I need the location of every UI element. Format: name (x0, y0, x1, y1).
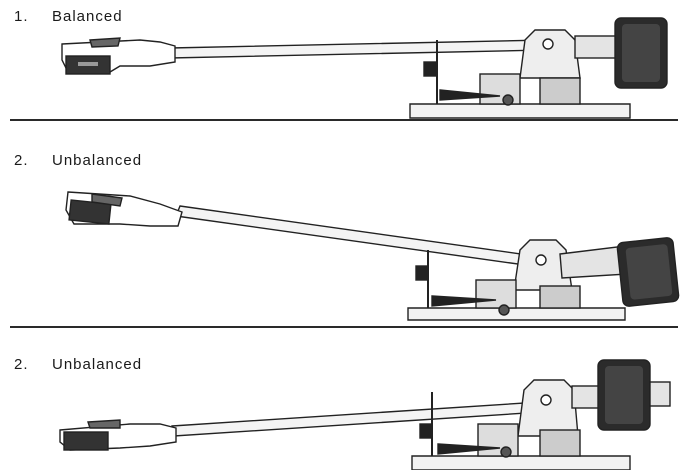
baseline-1 (10, 119, 678, 121)
tonearm-balanced-drawing (61, 17, 668, 119)
base-plate (409, 103, 631, 119)
arm-tube (169, 39, 546, 59)
diagram-2-number: 2. (14, 152, 29, 169)
baseline-2 (10, 326, 678, 328)
diagram-2-caption: Unbalanced (52, 152, 143, 169)
cartridge (63, 431, 109, 451)
diagram-3-label: 2. Unbalanced (14, 356, 142, 373)
diagram-1-number: 1. (14, 8, 29, 25)
counterweight-stem (574, 35, 621, 59)
tonearm-assembly (65, 191, 680, 321)
tonearm-assembly (59, 359, 671, 470)
diagram-1-caption: Balanced (52, 8, 123, 25)
diagram-3-number: 2. (14, 356, 29, 373)
diagram-1-label: 1. Balanced (14, 8, 123, 25)
diagram-2-label: 2. Unbalanced (14, 152, 142, 169)
pivot-housing (519, 29, 581, 79)
pivot-housing (517, 379, 579, 437)
arm-tube (175, 205, 536, 267)
tonearm-unbalanced-down-drawing (65, 191, 680, 321)
base-plate (411, 455, 631, 470)
cartridge (68, 199, 112, 225)
tonearm-unbalanced-up-drawing (59, 359, 671, 470)
base-plate (407, 307, 626, 321)
tonearm-assembly (61, 17, 668, 119)
diagram-3-caption: Unbalanced (52, 356, 143, 373)
